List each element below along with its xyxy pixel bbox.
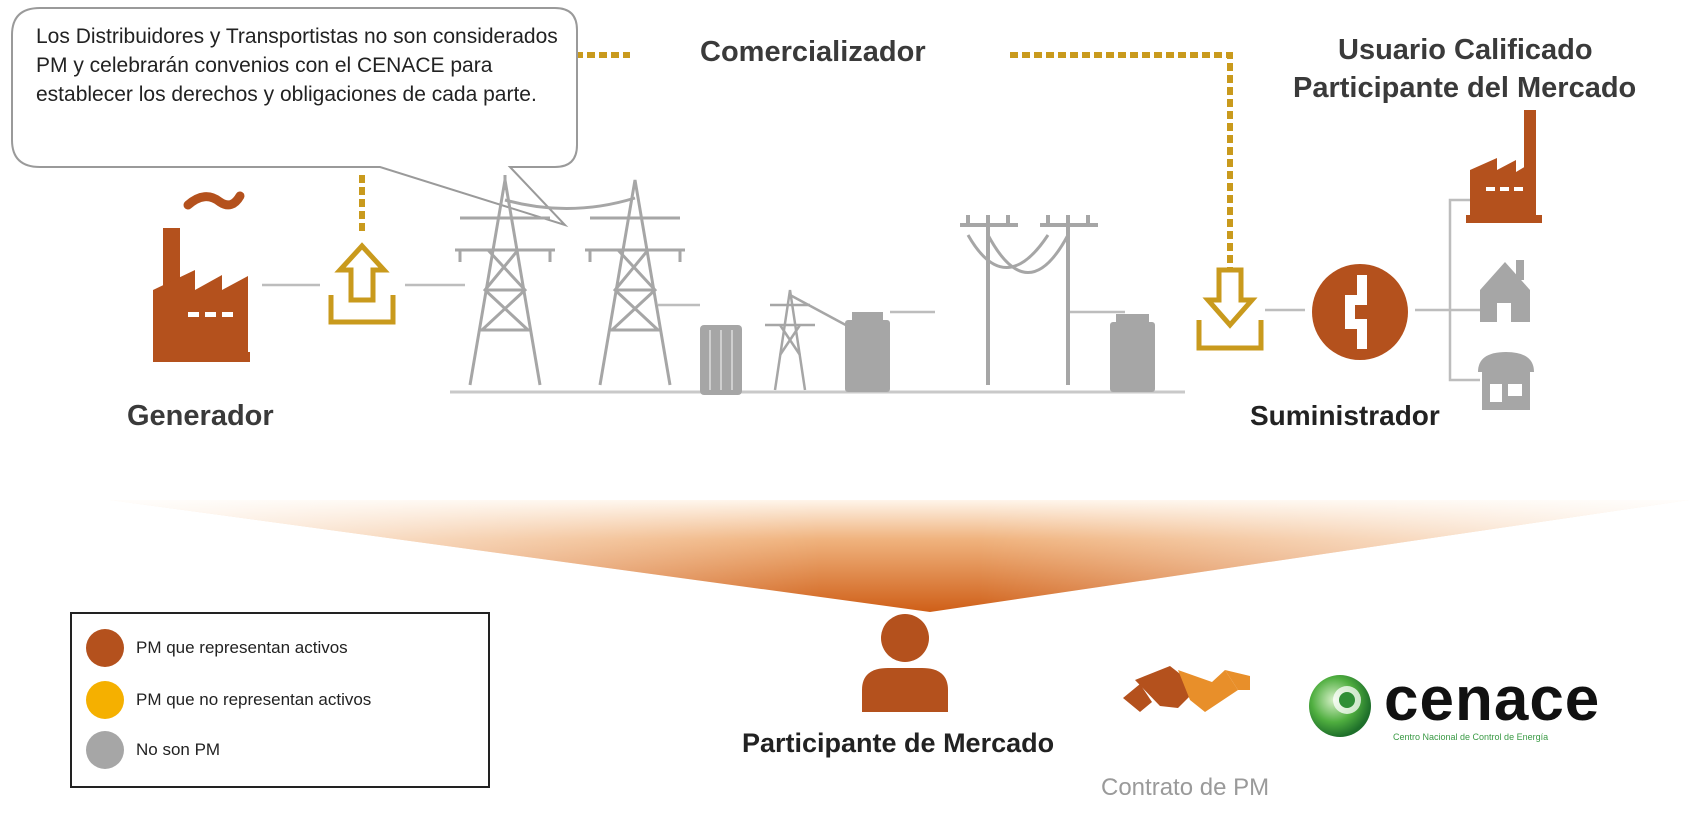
callout-bubble xyxy=(11,7,578,228)
legend-dot-active xyxy=(86,629,124,667)
transmission-tower-icon xyxy=(455,175,555,386)
transmission-tower-icon xyxy=(585,179,685,386)
transformer-icon xyxy=(1110,314,1155,392)
handshake-icon xyxy=(1123,666,1250,712)
shop-icon xyxy=(1478,352,1534,410)
download-arrow-icon xyxy=(1196,267,1264,351)
comercializador-dotted-lines xyxy=(359,52,1233,268)
transmission-tower-icon xyxy=(765,289,856,391)
legend-dot-non-pm xyxy=(86,731,124,769)
cenace-logo-subtitle: Centro Nacional de Control de Energía xyxy=(1393,732,1549,742)
house-icon xyxy=(1480,260,1530,322)
callout-text: Los Distribuidores y Transportistas no s… xyxy=(36,25,558,106)
upload-arrow-icon xyxy=(328,242,396,325)
person-icon xyxy=(862,614,948,712)
meter-icon xyxy=(1312,264,1408,360)
legend-label-non-pm: No son PM xyxy=(136,740,221,759)
legend-label-active: PM que representan activos xyxy=(136,638,348,657)
legend-item-non-active: PM que no representan activos xyxy=(86,680,371,720)
suministrador-label: Suministrador xyxy=(1250,400,1440,431)
legend-dot-non-active xyxy=(86,681,124,719)
transformer-icon xyxy=(845,312,890,392)
transmission-wire xyxy=(504,196,636,210)
factory-icon xyxy=(153,191,250,362)
legend-item-active: PM que representan activos xyxy=(86,628,348,668)
contrato-label: Contrato de PM xyxy=(1101,774,1270,801)
distribution-pole-icon xyxy=(960,215,1098,385)
cenace-logo-icon xyxy=(1309,675,1371,737)
legend-item-non-pm: No son PM xyxy=(86,730,220,770)
transformer-icon xyxy=(700,325,742,395)
legend-label-non-active: PM que no representan activos xyxy=(136,690,372,709)
factory-icon xyxy=(1466,110,1542,223)
cenace-logo-word: cenace xyxy=(1384,665,1601,734)
legend: PM que representan activos PM que no rep… xyxy=(70,612,490,788)
usuario-calificado-label: Usuario Calificado xyxy=(1338,34,1593,66)
comercializador-label: Comercializador xyxy=(700,36,926,68)
connection-lines xyxy=(262,198,1480,382)
generador-label: Generador xyxy=(127,400,274,432)
funnel-shape xyxy=(110,500,1689,612)
participante-de-mercado-label: Participante de Mercado xyxy=(742,728,1055,758)
participante-mercado-usuario-label: Participante del Mercado xyxy=(1293,72,1637,104)
